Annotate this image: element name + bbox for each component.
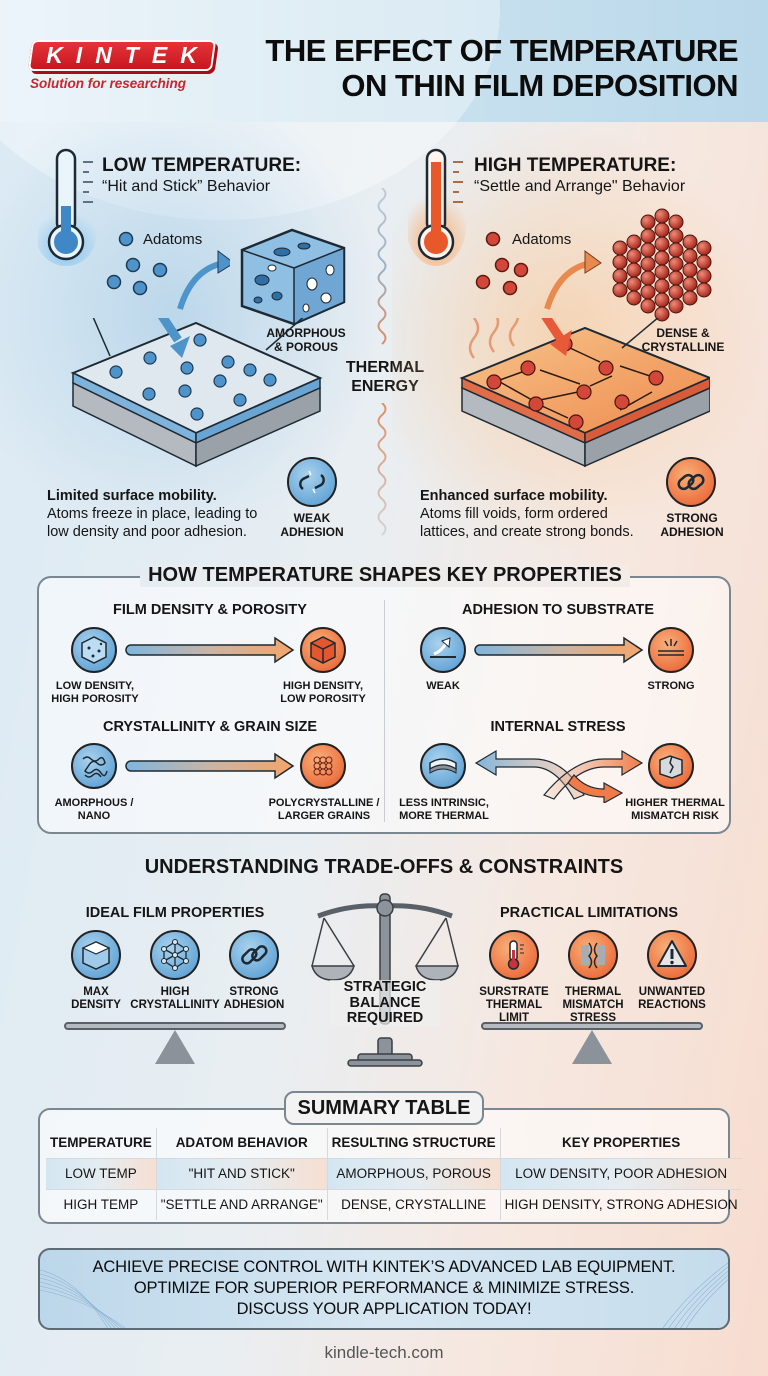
density-high-label: HIGH DENSITY,LOW POROSITY [280,680,366,705]
adhesion-gradient-arrow [474,636,644,664]
title-line-1: THE EFFECT OF TEMPERATURE [265,33,738,68]
hot-substrate-illustration [459,318,710,468]
stress-crossing-arrows [474,749,644,803]
strong-adhesion-label: STRONG ADHESION [660,511,724,539]
page-title: THE EFFECT OF TEMPERATURE ON THIN FILM D… [265,33,738,103]
table-cell: HIGH TEMP [46,1188,157,1220]
table-cell: "HIT AND STICK" [155,1157,328,1189]
peeling-film-icon [420,627,466,673]
cta-banner[interactable] [38,1248,730,1330]
amorphous-squiggle-icon [71,743,117,789]
table-cell: HIGH DENSITY, STRONG ADHESION [499,1188,742,1220]
strong-adhesion-link-icon [229,930,279,980]
hot-adatoms-icon [475,231,602,310]
limits-seesaw-beam [481,1022,703,1030]
low-structure-label: AMORPHOUS & POROUS [266,326,346,354]
lattice-grains-icon [300,743,346,789]
density-low-label: LOW DENSITY,HIGH POROSITY [51,680,139,705]
adhesion-strong-label: STRONG [647,680,695,692]
ideal-seesaw-beam [64,1022,286,1030]
low-adatoms-label: Adatoms [143,231,203,248]
header-banner [0,0,768,220]
high-temp-heading: HIGH TEMPERATURE: [474,155,677,176]
high-structure-label: DENSE & CRYSTALLINE [641,326,725,354]
low-temp-description: Limited surface mobility. Atoms freeze i… [47,488,258,540]
stress-low-label: LESS INTRINSIC,MORE THERMAL [399,797,489,822]
table-cell: LOW DENSITY, POOR ADHESION [499,1157,742,1189]
ideal-seesaw-fulcrum [155,1030,195,1064]
col-resulting-structure: RESULTING STRUCTURE [326,1128,501,1158]
limits-seesaw-fulcrum [572,1030,612,1064]
crystallinity-gradient-arrow [125,752,295,780]
title-line-2: ON THIN FILM DEPOSITION [341,68,738,103]
warning-triangle-icon [647,930,697,980]
col-temperature: TEMPERATURE [50,1135,152,1151]
cold-substrate-illustration [70,318,323,468]
weak-adhesion-broken-chain-icon [287,457,337,507]
weak-adhesion-label: WEAK ADHESION [280,511,344,539]
dense-crystalline-cube-icon [612,208,712,322]
high-temp-description: Enhanced surface mobility. Atoms fill vo… [420,488,634,540]
high-adatoms-label: Adatoms [512,231,572,248]
strong-adhesion-chain-icon [666,457,716,507]
prop-density-title: FILM DENSITY & POROSITY [113,602,307,618]
table-cell: AMORPHOUS, POROUS [326,1157,501,1189]
dense-cube-icon [300,627,346,673]
table-row: LOW TEMP "HIT AND STICK" AMORPHOUS, PORO… [46,1157,742,1189]
low-temp-subheading: “Hit and Stick” Behavior [102,178,271,195]
table-cell: LOW TEMP [46,1157,157,1189]
table-header-row: TEMPERATURE ADATOM BEHAVIOR RESULTING ST… [46,1128,742,1158]
balance-scale-icon [311,893,459,1067]
cold-thermometer-icon [38,148,96,266]
table-cell: DENSE, CRYSTALLINE [326,1188,501,1220]
col-adatom-behavior: ADATOM BEHAVIOR [155,1128,328,1158]
high-crystallinity-lattice-icon [150,930,200,980]
crystallinity-low-label: AMORPHOUS /NANO [54,797,134,822]
amorphous-porous-cube-icon [240,228,346,326]
summary-table-title: SUMMARY TABLE [284,1091,484,1125]
ideal-properties-title: IDEAL FILM PROPERTIES [85,905,265,921]
crystallinity-high-label: POLYCRYSTALLINE /LARGER GRAINS [268,797,380,822]
tradeoffs-title: UNDERSTANDING TRADE-OFFS & CONSTRAINTS [144,856,624,878]
balance-label: STRATEGIC BALANCE REQUIRED [330,979,440,1027]
thermal-wave-bottom [377,403,387,536]
bonded-film-icon [648,627,694,673]
properties-divider [384,600,385,822]
table-row: HIGH TEMP "SETTLE AND ARRANGE" DENSE, CR… [46,1188,742,1220]
thermal-wave-top [377,188,387,345]
website-link[interactable]: kindle-tech.com [324,1343,444,1362]
cta-text: ACHIEVE PRECISE CONTROL WITH KINTEK’S AD… [92,1258,676,1318]
prop-adhesion-title: ADHESION TO SUBSTRATE [461,602,654,618]
kintek-logo-text: KINTEK [46,42,210,68]
col-key-properties: KEY PROPERTIES [499,1128,742,1158]
thermal-mismatch-icon [568,930,618,980]
high-temp-subheading: “Settle and Arrange" Behavior [474,178,686,195]
cold-adatoms-icon [106,231,230,310]
prop-stress-title: INTERNAL STRESS [490,719,626,735]
wave-lines-decoration [40,1262,728,1328]
curved-film-icon [420,743,466,789]
practical-limitations-title: PRACTICAL LIMITATIONS [499,905,678,921]
hot-thermometer-icon [408,148,466,266]
properties-title: HOW TEMPERATURE SHAPES KEY PROPERTIES [140,564,630,587]
substrate-thermometer-icon [489,930,539,980]
porous-cube-icon [71,627,117,673]
summary-table: TEMPERATURE ADATOM BEHAVIOR RESULTING ST… [46,1128,742,1220]
prop-crystallinity-title: CRYSTALLINITY & GRAIN SIZE [102,719,318,735]
logo-tagline: Solution for researching [30,76,187,91]
adhesion-weak-label: WEAK [426,680,460,692]
max-density-cube-icon [71,930,121,980]
density-gradient-arrow [125,636,295,664]
table-cell: "SETTLE AND ARRANGE" [155,1188,328,1220]
low-temp-heading: LOW TEMPERATURE: [102,155,302,176]
cracked-block-icon [648,743,694,789]
